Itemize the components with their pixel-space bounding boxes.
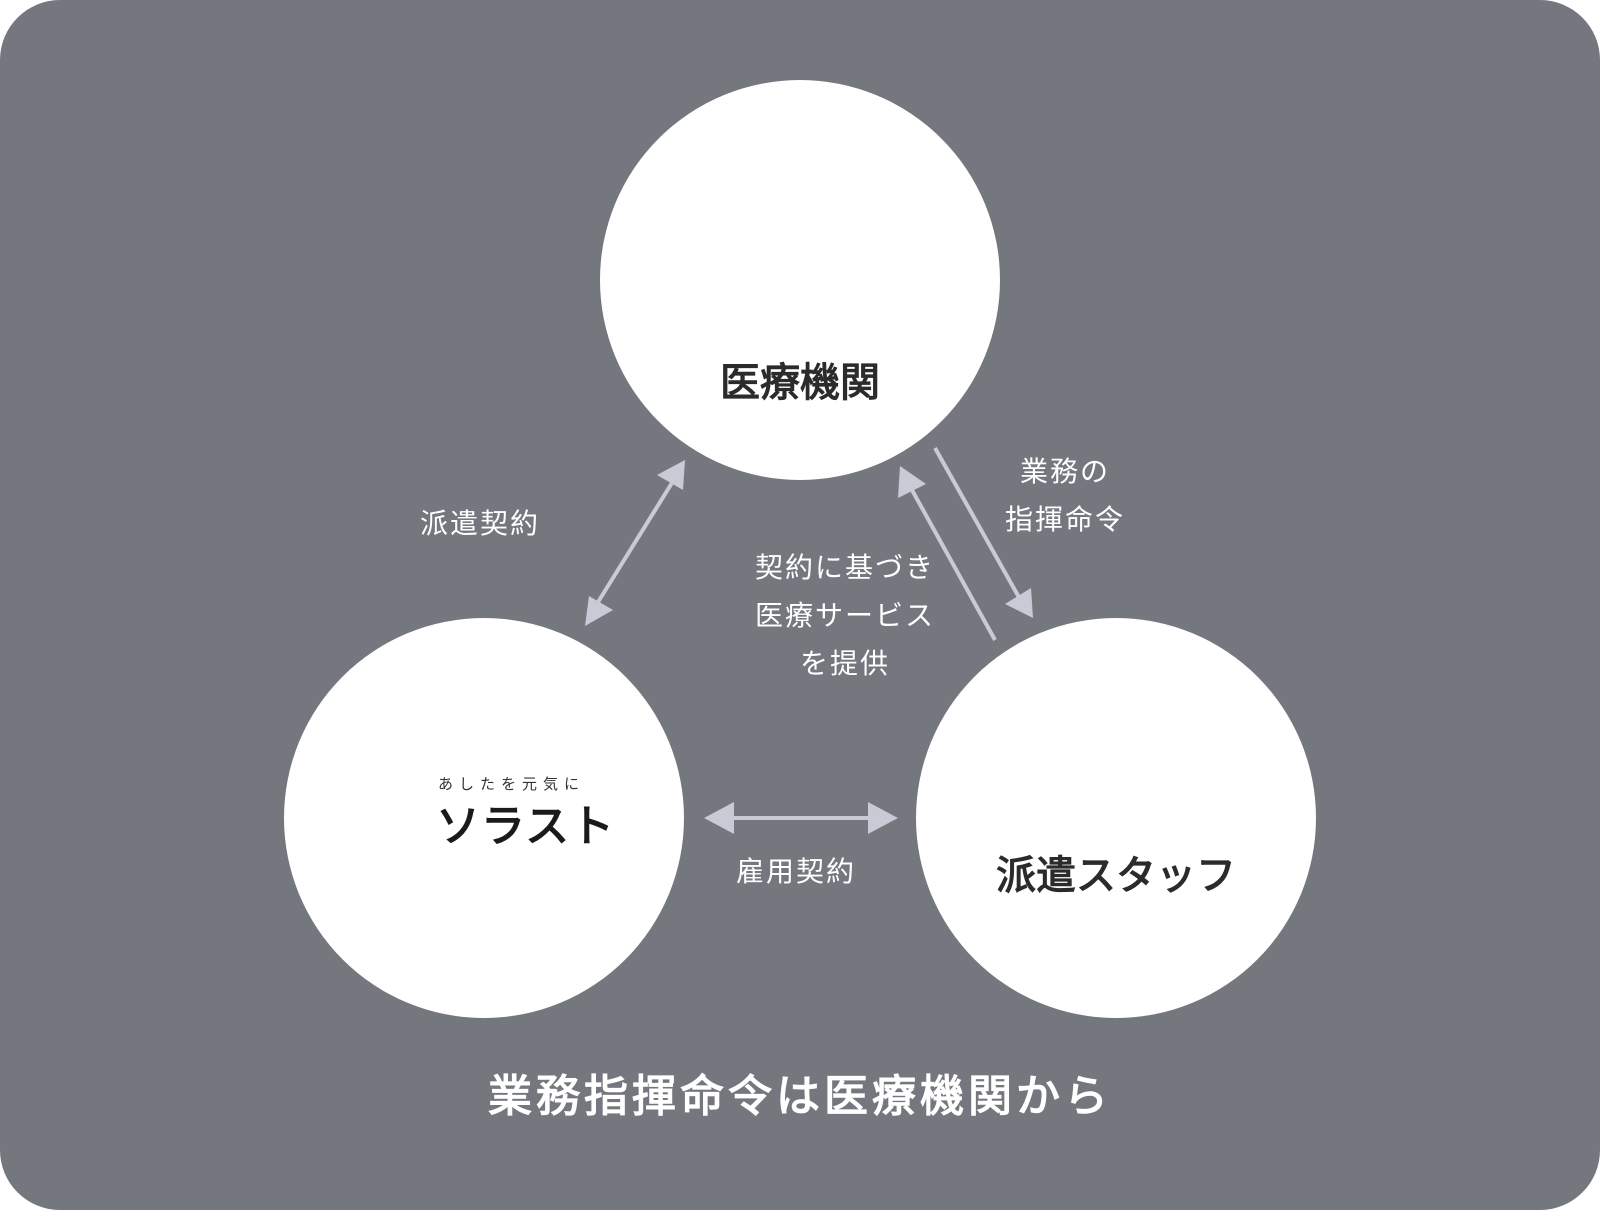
command-label-line1: 業務の	[1019, 455, 1110, 488]
dispatch-arrowhead-top	[657, 460, 685, 490]
hospital-label: 医療機関	[720, 360, 880, 406]
staff-node: 派遣スタッフ	[916, 618, 1316, 1018]
dispatch-contract-label: 派遣契約	[420, 507, 541, 540]
solast-tagline: あしたを元気に	[438, 775, 586, 793]
service-label-line2: 医療サービス	[754, 599, 935, 632]
command-label: 業務の 指揮命令	[990, 448, 1140, 544]
employment-arrowhead-right	[868, 802, 898, 834]
hospital-node: 医療機関	[600, 80, 1000, 480]
service-label-line1: 契約に基づき	[754, 551, 935, 584]
command-label-line2: 指揮命令	[1004, 503, 1125, 536]
service-label: 契約に基づき 医療サービス を提供	[740, 544, 950, 688]
service-label-line3: を提供	[799, 647, 890, 680]
command-arrowhead	[1005, 588, 1033, 618]
service-arrow	[910, 489, 997, 641]
diagram-caption: 業務指揮命令は医療機関から	[488, 1071, 1112, 1122]
dispatch-arrowhead-bottom	[585, 596, 613, 626]
employment-arrowhead-left	[704, 802, 734, 834]
command-arrow	[933, 447, 1027, 609]
employment-contract-label: 雇用契約	[736, 855, 857, 888]
service-arrowhead	[898, 466, 926, 498]
dispatch-contract-arrow	[588, 476, 677, 617]
solast-name: ソラスト	[436, 801, 616, 852]
staff-label: 派遣スタッフ	[996, 853, 1236, 899]
solast-node: あしたを元気に ソラスト	[284, 618, 684, 1018]
